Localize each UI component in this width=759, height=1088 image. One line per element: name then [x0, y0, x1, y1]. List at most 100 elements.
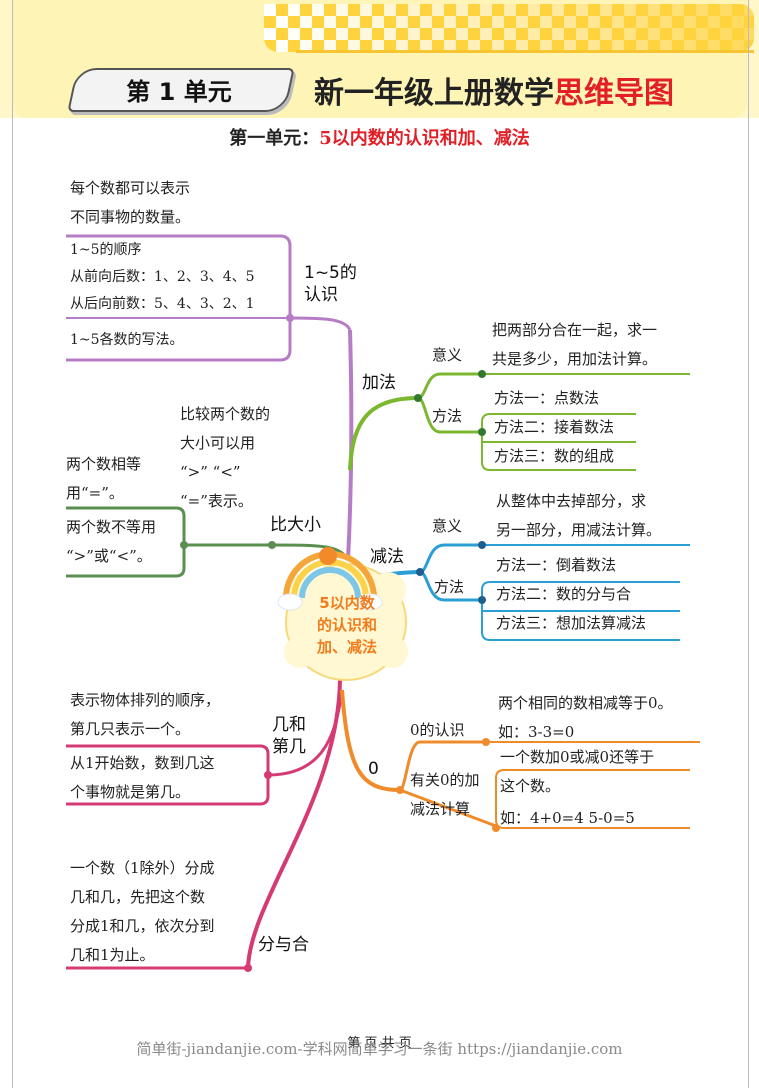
checker-square — [408, 28, 420, 40]
checker-square — [456, 28, 468, 40]
text-line: “>”或“<”。 — [66, 547, 152, 565]
compare-note: 比较两个数的 大小可以用 “>” “<” “=”表示。 — [180, 400, 270, 516]
checker-square — [432, 4, 444, 16]
checker-square — [276, 40, 288, 52]
text-line: 几和几，先把这个数 — [70, 888, 206, 906]
checker-square — [600, 28, 612, 40]
text-line: 第几只表示一个。 — [70, 720, 191, 738]
zero-calc-node — [492, 824, 500, 832]
trunk-up — [346, 329, 354, 561]
page-frame — [12, 0, 749, 1088]
subtitle-prefix: 第一单元： — [229, 128, 320, 149]
ordinal-node — [264, 771, 272, 779]
checker-square — [504, 28, 516, 40]
checker-square — [384, 4, 396, 16]
checker-square — [408, 4, 420, 16]
checker-square — [432, 28, 444, 40]
add-node — [414, 394, 422, 402]
zero-know-text: 两个相同的数相减等于0。 如：3-3=0 — [498, 689, 673, 747]
compare-node-a — [180, 541, 188, 549]
checker-square — [708, 16, 720, 28]
b15-bracket — [66, 234, 292, 362]
add-meaning-text: 把两部分合在一起，求一 共是多少，用加法计算。 — [492, 316, 657, 374]
text-line: 不同事物的数量。 — [70, 208, 191, 226]
checker-square — [708, 40, 720, 52]
checker-square — [312, 28, 324, 40]
text-line: 方法一：倒着数法 — [496, 556, 617, 574]
text-line: 方法三：想加法算减法 — [496, 614, 647, 632]
checker-square — [648, 28, 660, 40]
page-title: 新一年级上册数学思维导图 — [314, 68, 674, 112]
center-line-1: 5以内数 — [319, 594, 375, 612]
checker-square — [552, 28, 564, 40]
checker-square — [420, 16, 432, 28]
checker-square — [636, 16, 648, 28]
checker-square — [444, 16, 456, 28]
zero-calc-label: 有关0的加 减法计算 — [410, 766, 480, 824]
checker-square — [504, 4, 516, 16]
header-rule — [296, 50, 754, 53]
checker-square — [660, 16, 672, 28]
branch-ordinal-line2: 第几 — [272, 737, 306, 757]
checker-square — [732, 40, 744, 52]
text-line: 几和1为止。 — [70, 946, 155, 964]
checker-square — [576, 28, 588, 40]
zero-stem — [340, 689, 401, 792]
b15-node — [286, 314, 294, 322]
b15-stem — [287, 316, 352, 331]
branch-label-compare: 比大小 — [270, 515, 321, 535]
text-line: 个事物就是第几。 — [70, 783, 191, 801]
checker-square — [528, 28, 540, 40]
page-title-accent: 思维导图 — [554, 76, 674, 111]
checker-square — [564, 16, 576, 28]
checker-square — [516, 40, 528, 52]
branch-1-5-line2: 认识 — [304, 285, 338, 305]
checker-square — [384, 28, 396, 40]
text-line: 两个相同的数相减等于0。 — [498, 694, 673, 712]
text-line: 减法计算 — [410, 800, 471, 818]
checker-square — [516, 16, 528, 28]
center-line-2: 的认识和 — [316, 616, 377, 634]
checker-square — [444, 40, 456, 52]
checker-square — [588, 40, 600, 52]
checker-square — [264, 4, 276, 16]
checker-square — [324, 16, 336, 28]
checker-square — [372, 40, 384, 52]
text-line: “>” “<” — [180, 463, 241, 481]
checker-square — [468, 16, 480, 28]
unit-badge-label: 第 1 单元 — [126, 78, 232, 106]
text-line: 方法一：点数法 — [494, 389, 600, 407]
checker-square — [468, 40, 480, 52]
checker-square — [744, 28, 754, 40]
checker-square — [672, 28, 684, 40]
checker-square — [624, 28, 636, 40]
text-line: 用“=”。 — [66, 484, 124, 502]
checker-square — [720, 4, 732, 16]
checker-square — [480, 4, 492, 16]
text-line: 每个数都可以表示 — [70, 179, 191, 197]
compare-item-unequal: 两个数不等用 “>”或“<”。 — [66, 513, 156, 571]
branch-label-ordinal: 几和 第几 — [272, 714, 306, 758]
text-line: 有关0的加 — [410, 771, 480, 789]
checker-square — [552, 4, 564, 16]
text-line: 从整体中去掉部分，求 — [496, 492, 647, 510]
text-line: 表示物体排列的顺序， — [70, 691, 221, 709]
add-methods: 方法一：点数法 方法二：接着数法 方法三：数的组成 — [494, 384, 614, 471]
add-stem — [348, 396, 419, 471]
zero-node — [396, 786, 404, 794]
add-method-node — [478, 428, 486, 436]
text-line: 一个数加0或减0还等于 — [500, 748, 655, 766]
text-line: 两个数不等用 — [66, 518, 157, 536]
text-line: 另一部分，用减法计算。 — [496, 521, 662, 539]
branch-ordinal-line1: 几和 — [272, 715, 306, 735]
checker-square — [420, 40, 432, 52]
checker-square — [684, 40, 696, 52]
b15-item-order: 1~5的顺序 从前向后数：1、2、3、4、5 从后向前数：5、4、3、2、1 — [70, 237, 255, 318]
sub-meaning-node — [478, 541, 486, 549]
sub-methods: 方法一：倒着数法 方法二：数的分与合 方法三：想加法算减法 — [496, 551, 646, 638]
checker-square — [600, 4, 612, 16]
b15-item-writing: 1~5各数的写法。 — [70, 326, 184, 355]
watermark: 简单街-jiandanjie.com-学科网简单学习一条街 https://ji… — [136, 1040, 623, 1058]
sub-node — [416, 568, 424, 576]
sub-meaning-label: 意义 — [432, 517, 463, 535]
